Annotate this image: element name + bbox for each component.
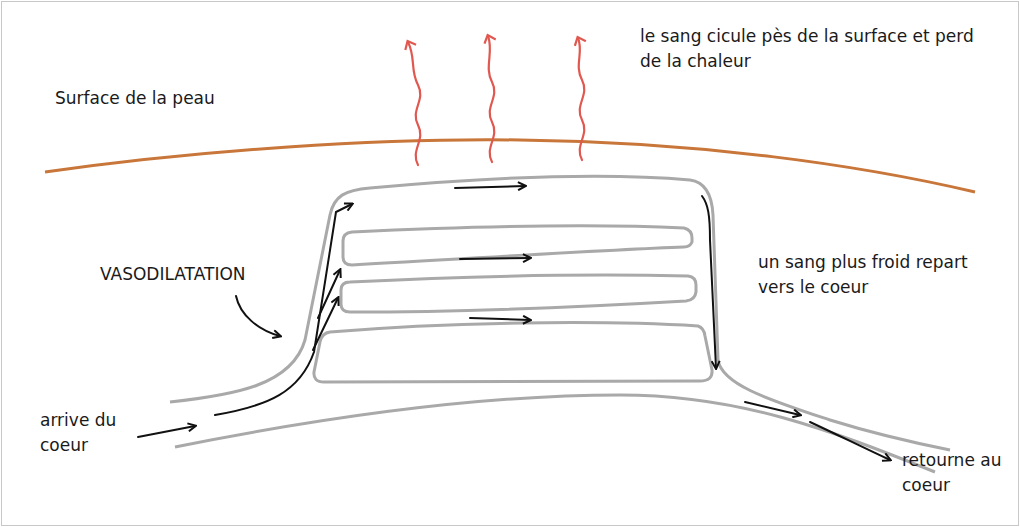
flow-arrow: [215, 204, 352, 415]
flow-arrow: [313, 298, 338, 350]
heat-arrow: [578, 38, 584, 160]
blood-flow-arrows: [138, 186, 890, 460]
vessel-wall: [170, 176, 950, 450]
vessel-wall: [341, 275, 696, 312]
flow-arrow: [455, 186, 525, 188]
flow-arrow: [460, 258, 530, 259]
vessel-wall: [175, 395, 935, 472]
vessel-wall: [343, 226, 692, 265]
flow-arrow: [470, 318, 530, 320]
inflow-label: arrive du coeur: [40, 408, 136, 457]
outflow-label: retourne au coeur: [902, 448, 1010, 497]
heat-arrows: [408, 36, 584, 165]
skin-surface: [45, 140, 975, 192]
vessel-wall: [314, 323, 712, 382]
heat-arrow: [488, 36, 494, 162]
heat-arrow: [408, 42, 420, 165]
flow-arrow: [702, 196, 716, 368]
flow-arrow: [318, 270, 340, 318]
skin-label: Surface de la peau: [55, 86, 315, 111]
leader-arrow: [236, 296, 280, 336]
flow-arrow: [810, 422, 890, 460]
blood-vessels: [170, 176, 950, 472]
heat-loss-note: le sang cicule pès de la surface et perd…: [640, 24, 1000, 73]
vasodilatation-label: VASODILATATION: [100, 262, 300, 287]
flow-arrow: [745, 402, 800, 415]
flow-arrow: [138, 426, 195, 437]
cooler-blood-note: un sang plus froid repart vers le coeur: [758, 250, 973, 299]
